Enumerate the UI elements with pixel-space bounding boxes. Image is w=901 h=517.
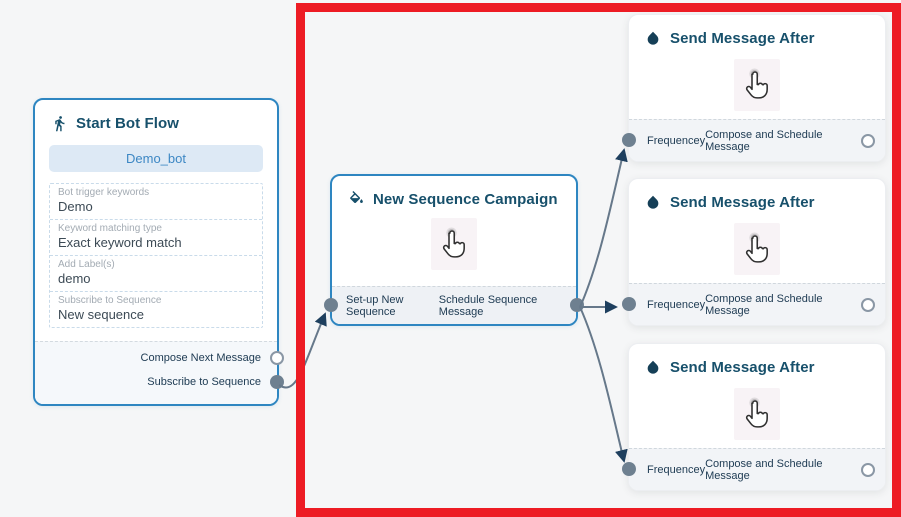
node-new-sequence-campaign[interactable]: New Sequence Campaign Set-up New Sequenc…	[324, 174, 584, 326]
input-port-frequencey[interactable]	[622, 133, 636, 147]
field-keyword-matching-type[interactable]: Keyword matching type Exact keyword matc…	[50, 220, 262, 256]
field-value: New sequence	[58, 307, 144, 322]
output-port-compose-and-schedule-message[interactable]	[861, 462, 875, 477]
output-label-compose-and-schedule-message: Compose and Schedule Message	[705, 128, 823, 153]
output-port-subscribe-to-sequence[interactable]	[270, 375, 284, 389]
input-label-frequencey: Frequencey	[647, 463, 706, 476]
input-port-frequencey[interactable]	[622, 462, 636, 476]
field-value: Demo	[58, 199, 93, 214]
edge-campaign-to-send-3	[579, 306, 628, 463]
node-header: Send Message After	[629, 15, 885, 47]
field-value: demo	[58, 271, 91, 286]
water-drop-icon	[645, 194, 662, 211]
field-add-labels[interactable]: Add Label(s) demo	[50, 256, 262, 292]
node-start-bot-flow[interactable]: Start Bot Flow Demo_bot Bot trigger keyw…	[33, 98, 284, 406]
node-footer: Frequencey Compose and Schedule Message	[629, 119, 885, 161]
node-footer: Frequencey Compose and Schedule Message	[629, 283, 885, 325]
output-label-subscribe-to-sequence: Subscribe to Sequence	[147, 376, 261, 388]
input-port-frequencey[interactable]	[622, 297, 636, 311]
field-label: Bot trigger keywords	[58, 187, 150, 198]
node-title: Send Message After	[670, 194, 815, 211]
input-label-frequencey: Frequencey	[647, 134, 706, 147]
field-list: Bot trigger keywords Demo Keyword matchi…	[49, 183, 263, 328]
field-bot-trigger-keywords[interactable]: Bot trigger keywords Demo	[50, 184, 262, 220]
input-port-setup-new-sequence[interactable]	[324, 298, 338, 312]
node-footer: Frequencey Compose and Schedule Message	[629, 448, 885, 490]
output-port-compose-next-message[interactable]	[270, 351, 284, 365]
node-footer: Set-up New Sequence Schedule Sequence Me…	[332, 286, 576, 324]
input-label-setup-new-sequence: Set-up New Sequence	[346, 293, 404, 318]
node-header: Start Bot Flow	[35, 100, 277, 132]
hand-pointer-icon[interactable]	[734, 59, 780, 111]
node-footer: Compose Next Message Subscribe to Sequen…	[35, 341, 277, 404]
input-label-frequencey: Frequencey	[647, 298, 706, 311]
node-send-message-after-3[interactable]: Send Message After Frequencey Compose an…	[622, 343, 886, 491]
output-label-compose-next-message: Compose Next Message	[140, 352, 261, 364]
output-label-compose-and-schedule-message: Compose and Schedule Message	[705, 292, 823, 317]
node-header: Send Message After	[629, 344, 885, 376]
edge-start-to-campaign	[278, 312, 327, 389]
bot-name-button[interactable]: Demo_bot	[49, 145, 263, 172]
output-label-compose-and-schedule-message: Compose and Schedule Message	[705, 457, 823, 482]
output-label-schedule-sequence-message: Schedule Sequence Message	[438, 293, 538, 318]
water-drop-icon	[645, 30, 662, 47]
node-title: Send Message After	[670, 30, 815, 47]
edge-campaign-to-send-1	[579, 148, 628, 308]
node-header: Send Message After	[629, 179, 885, 211]
node-send-message-after-1[interactable]: Send Message After Frequencey Compose an…	[622, 14, 886, 162]
node-title: Start Bot Flow	[76, 115, 180, 132]
field-value: Exact keyword match	[58, 235, 182, 250]
walking-person-icon	[51, 115, 68, 132]
hand-pointer-icon[interactable]	[734, 388, 780, 440]
node-header: New Sequence Campaign	[332, 176, 576, 208]
node-title: New Sequence Campaign	[373, 191, 558, 208]
field-label: Subscribe to Sequence	[58, 295, 162, 306]
output-port-schedule-sequence-message[interactable]	[570, 298, 584, 312]
paint-bucket-icon	[348, 191, 365, 208]
node-send-message-after-2[interactable]: Send Message After Frequencey Compose an…	[622, 178, 886, 326]
output-port-compose-and-schedule-message[interactable]	[861, 133, 875, 148]
hand-pointer-icon[interactable]	[431, 218, 477, 270]
output-port-compose-and-schedule-message[interactable]	[861, 297, 875, 312]
node-title: Send Message After	[670, 359, 815, 376]
water-drop-icon	[645, 359, 662, 376]
hand-pointer-icon[interactable]	[734, 223, 780, 275]
field-label: Keyword matching type	[58, 223, 162, 234]
field-label: Add Label(s)	[58, 259, 115, 270]
field-subscribe-to-sequence[interactable]: Subscribe to Sequence New sequence	[50, 292, 262, 327]
